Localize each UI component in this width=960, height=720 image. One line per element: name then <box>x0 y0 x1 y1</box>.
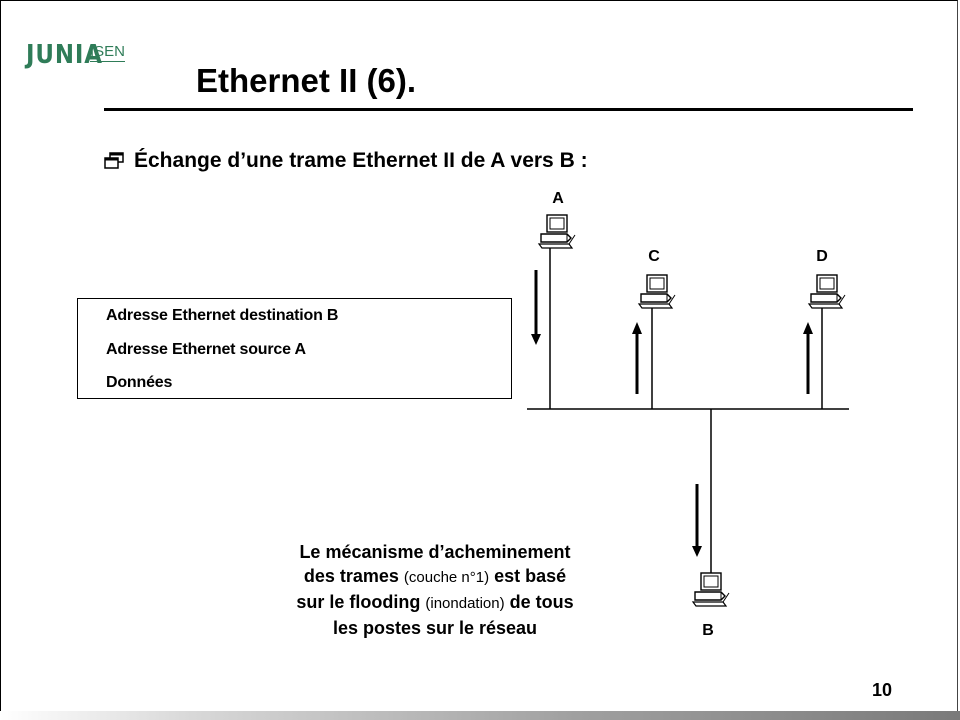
computer-b-icon <box>692 572 730 607</box>
arrow-up-d-icon <box>803 322 813 394</box>
arrow-down-a-icon <box>531 270 541 345</box>
bullet-text: Échange d’une trame Ethernet II de A ver… <box>134 149 588 172</box>
window-bullet-icon <box>104 152 124 169</box>
logo-sub-text: ISEN <box>90 43 126 62</box>
caption-line-3: sur le flooding (inondation) de tous <box>296 592 574 612</box>
caption-line-2: des trames (couche n°1) est basé <box>303 566 567 586</box>
node-label-b: B <box>702 622 714 639</box>
frame-field-destination: Adresse Ethernet destination B <box>106 307 339 324</box>
ethernet-frame-box: Adresse Ethernet destination B Adresse E… <box>77 298 512 399</box>
caption-line-4: les postes sur le réseau <box>332 618 538 638</box>
computer-d-icon <box>808 274 846 309</box>
computer-a-icon <box>538 214 576 249</box>
node-label-a: A <box>552 190 564 207</box>
node-label-d: D <box>816 248 828 265</box>
flooding-caption: Le mécanisme d’acheminement des trames (… <box>250 540 620 640</box>
title-underline <box>104 108 913 111</box>
page-number: 10 <box>872 680 893 700</box>
frame-field-data: Données <box>106 374 173 391</box>
footer-gradient-bar <box>0 711 960 720</box>
node-label-c: C <box>648 248 660 265</box>
logo-main-text: JUNIA <box>26 40 103 70</box>
frame-field-source: Adresse Ethernet source A <box>106 341 306 358</box>
computer-c-icon <box>638 274 676 309</box>
arrow-up-c-icon <box>632 322 642 394</box>
slide-title: Ethernet II (6). <box>196 62 417 99</box>
arrow-down-b-icon <box>692 484 702 557</box>
caption-line-1: Le mécanisme d’acheminement <box>299 542 571 562</box>
bullet-item: Échange d’une trame Ethernet II de A ver… <box>104 146 588 176</box>
